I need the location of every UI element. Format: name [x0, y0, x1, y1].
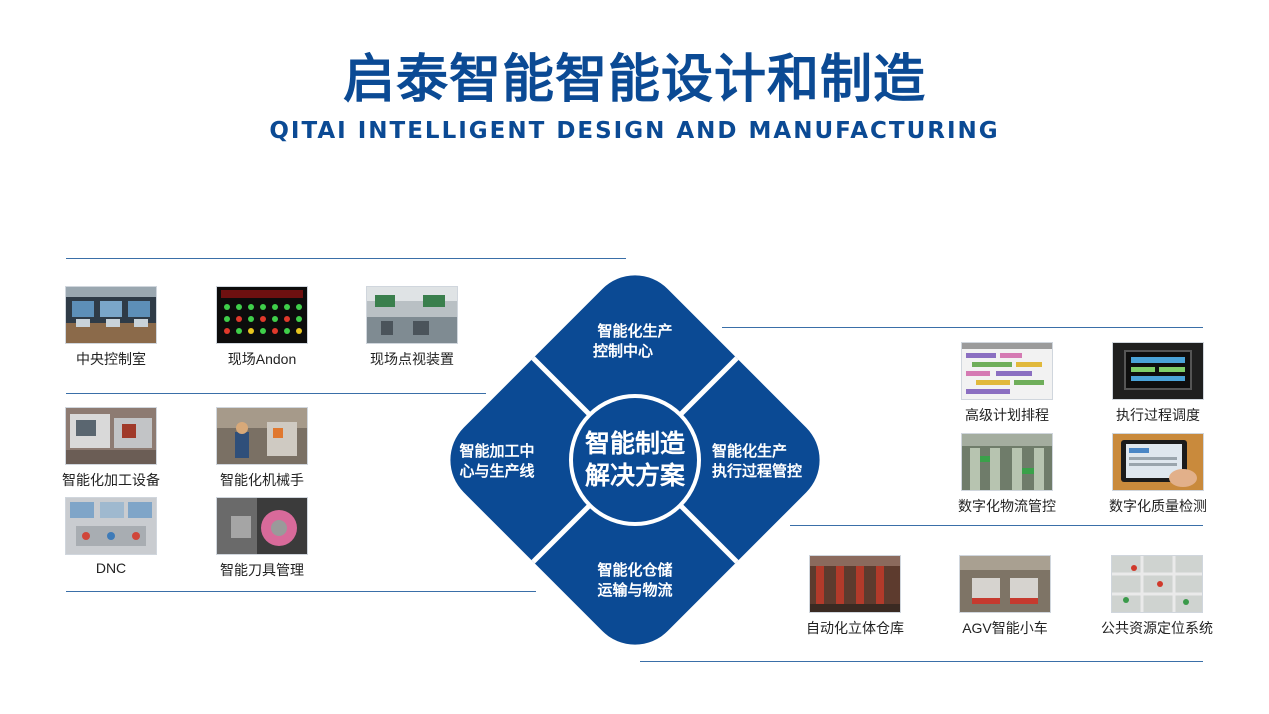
page-title: 启泰智能智能设计和制造: [342, 50, 926, 110]
warehouse-caption: 自动化立体仓库: [806, 620, 904, 636]
positioning-photo: [1112, 556, 1202, 612]
segment-bottom-label: 智能化仓储 运输与物流: [575, 560, 695, 600]
divider-right-middle: [790, 525, 1203, 526]
inspection-caption: 现场点视装置: [370, 351, 454, 367]
divider-right-bottom: [640, 661, 1203, 662]
tile-robot-arm: 智能化机械手: [217, 408, 307, 488]
dispatch-caption: 执行过程调度: [1116, 407, 1200, 423]
tile-control-room: 中央控制室: [66, 287, 156, 367]
inspection-photo: [367, 287, 457, 343]
segment-bottom-line1: 智能化仓储: [597, 561, 673, 579]
tile-agv: AGV智能小车: [960, 556, 1050, 636]
tile-warehouse: 自动化立体仓库: [806, 556, 904, 636]
tile-dispatch: 执行过程调度: [1113, 343, 1203, 423]
positioning-caption: 公共资源定位系统: [1101, 620, 1213, 636]
tooling-photo: [217, 498, 307, 554]
machining-photo: [66, 408, 156, 464]
agv-photo: [960, 556, 1050, 612]
andon-photo: [217, 287, 307, 343]
segment-right-label: 智能化生产 执行过程管控: [712, 441, 828, 481]
page-subtitle: QITAI INTELLIGENT DESIGN AND MANUFACTURI…: [269, 118, 1000, 144]
robot-arm-caption: 智能化机械手: [220, 472, 304, 488]
divider-left-bottom: [66, 591, 536, 592]
tile-tooling: 智能刀具管理: [217, 498, 307, 578]
center-circle: [569, 394, 701, 526]
segment-left-line1: 智能加工中: [459, 442, 535, 460]
tile-dnc: DNC: [66, 498, 156, 576]
segment-right-line1: 智能化生产: [712, 442, 788, 460]
tile-quality: 数字化质量检测: [1109, 434, 1207, 514]
warehouse-photo: [810, 556, 900, 612]
scheduling-photo: [962, 343, 1052, 399]
segment-right-line2: 执行过程管控: [712, 462, 803, 480]
center-label: 智能制造 解决方案: [571, 428, 699, 492]
robot-arm-photo: [217, 408, 307, 464]
tooling-caption: 智能刀具管理: [220, 562, 304, 578]
quality-photo: [1113, 434, 1203, 490]
dispatch-photo: [1113, 343, 1203, 399]
quality-caption: 数字化质量检测: [1109, 498, 1207, 514]
segment-top-label: 智能化生产 控制中心: [575, 321, 695, 361]
segment-left-label: 智能加工中 心与生产线: [438, 441, 556, 481]
segment-left-line2: 心与生产线: [459, 462, 535, 480]
scheduling-caption: 高级计划排程: [965, 407, 1049, 423]
logistics-photo: [962, 434, 1052, 490]
machining-caption: 智能化加工设备: [62, 472, 160, 488]
center-line2: 解决方案: [584, 461, 685, 490]
center-line1: 智能制造: [584, 429, 685, 458]
control-room-photo: [66, 287, 156, 343]
tile-logistics: 数字化物流管控: [958, 434, 1056, 514]
tile-andon: 现场Andon: [217, 287, 307, 367]
divider-left-top: [66, 258, 626, 259]
logistics-caption: 数字化物流管控: [958, 498, 1056, 514]
segment-bottom-line2: 运输与物流: [597, 581, 673, 599]
divider-left-middle: [66, 393, 486, 394]
tile-positioning: 公共资源定位系统: [1101, 556, 1213, 636]
dnc-caption: DNC: [95, 560, 127, 576]
tile-machining: 智能化加工设备: [62, 408, 160, 488]
agv-caption: AGV智能小车: [962, 620, 1048, 636]
andon-caption: 现场Andon: [227, 351, 297, 367]
segment-top-line1: 智能化生产: [597, 322, 673, 340]
tile-scheduling: 高级计划排程: [962, 343, 1052, 423]
control-room-caption: 中央控制室: [76, 351, 146, 367]
divider-right-top: [722, 327, 1203, 328]
tile-inspection: 现场点视装置: [367, 287, 457, 367]
dnc-photo: [66, 498, 156, 554]
segment-top-line2: 控制中心: [593, 342, 654, 360]
